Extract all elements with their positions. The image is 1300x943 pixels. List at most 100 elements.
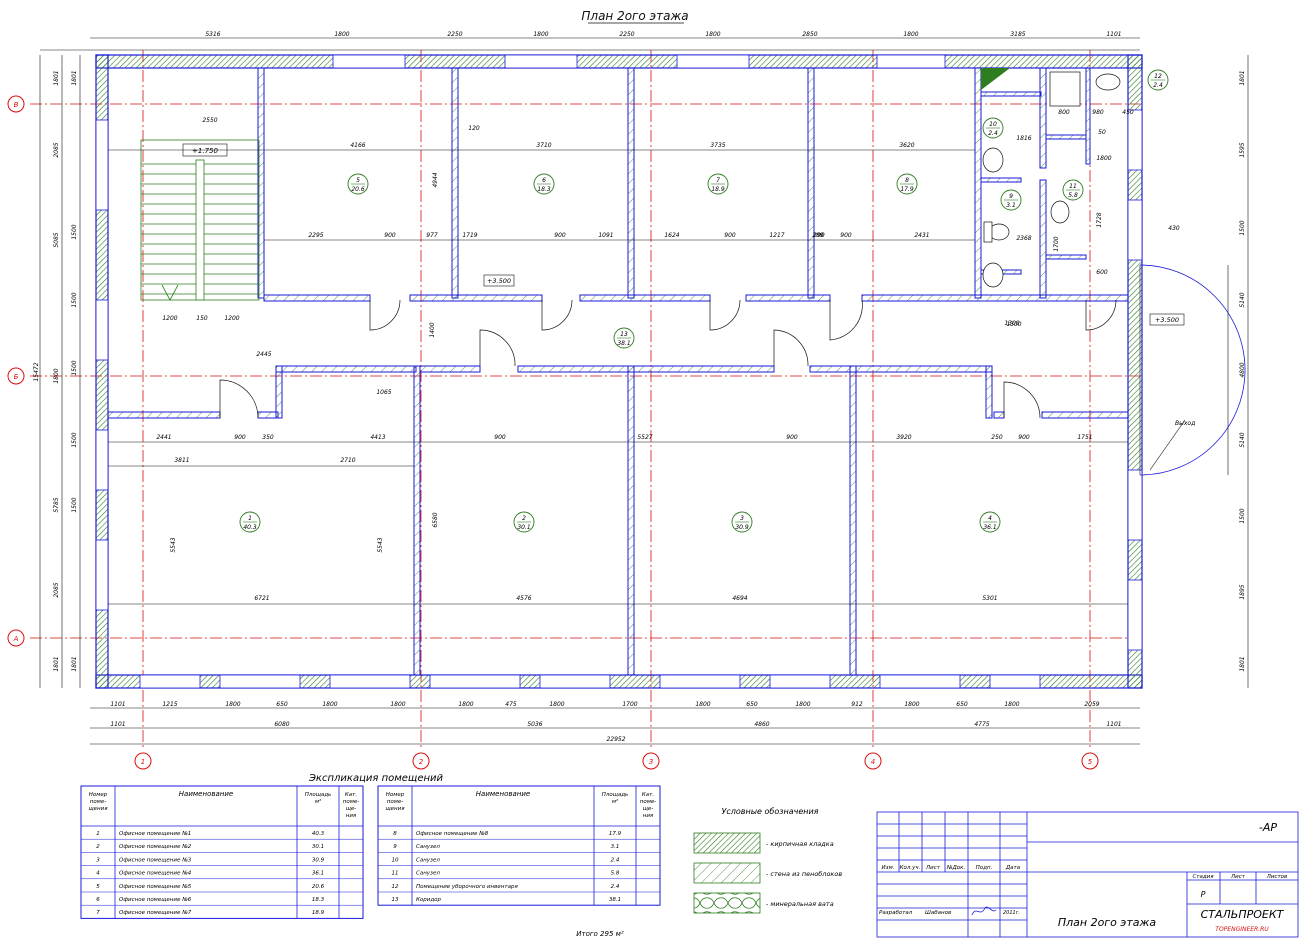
- left-dim-2: 1500: [71, 497, 78, 512]
- level-mark-corridor: +3.500: [487, 277, 511, 285]
- table-cell: Коридор: [416, 897, 442, 903]
- lower-room-width: 4576: [516, 595, 531, 602]
- inner-dim: 1200: [162, 315, 177, 322]
- top-dim: 1800: [533, 31, 548, 38]
- inner-dim: 2550: [202, 117, 217, 124]
- top-dim: 3185: [1010, 31, 1025, 38]
- inner-dim: 980: [1092, 109, 1104, 116]
- table-header-cell: щения: [385, 806, 405, 812]
- left-dim-2: 1500: [71, 432, 78, 447]
- upper-door-dim: 1719: [462, 232, 477, 239]
- table-cell: Офисное помещение №8: [416, 831, 489, 837]
- inner-dim: 430: [1168, 225, 1180, 232]
- table-cell: 30.9: [312, 857, 325, 863]
- axis-label-3: 3: [649, 758, 653, 766]
- axis-lines: [30, 50, 1140, 750]
- left-total-dim: 15472: [33, 362, 40, 381]
- door-swings: [219, 299, 1117, 419]
- room-number: 6: [542, 177, 546, 184]
- bottom-dim-1: 1800: [695, 701, 710, 708]
- lower-door-dim: 900: [494, 434, 506, 441]
- inner-dim: 2710: [340, 457, 355, 464]
- lower-door-dim: 900: [1018, 434, 1030, 441]
- table-cell: Офисное помещение №7: [119, 910, 192, 916]
- table-header-cell: Наименование: [476, 790, 530, 798]
- table-header-cell: м²: [315, 798, 322, 805]
- bottom-total-dim: 22952: [606, 736, 625, 743]
- upper-door-dim: 1624: [664, 232, 679, 239]
- top-dim: 1800: [334, 31, 349, 38]
- table-header-cell: поме-: [343, 799, 359, 805]
- table-header-cell: ще-: [346, 806, 357, 812]
- upper-door-dim: 900: [840, 232, 852, 239]
- entrance-door-arc: [1139, 264, 1246, 476]
- table-cell: 4: [96, 871, 100, 877]
- stamp-role: Разработал: [879, 910, 913, 916]
- upper-door-dim: 900: [554, 232, 566, 239]
- upper-door-dim: 900: [384, 232, 396, 239]
- legend-title: Условные обозначения: [721, 807, 818, 816]
- room-number: 3: [740, 515, 744, 522]
- lower-door-dim: 900: [234, 434, 246, 441]
- dimension-lines: [39, 37, 1249, 745]
- table-cell: 30.1: [312, 844, 324, 850]
- table-cell: 6: [96, 897, 100, 903]
- table-cell: 11: [392, 871, 399, 877]
- room-tags: 140.3230.1330.9436.1520.6618.3718.9817.9…: [239, 69, 1169, 533]
- right-dim: 1500: [1239, 220, 1246, 235]
- exit-label: Выход: [1175, 420, 1195, 427]
- table-header-cell: ния: [643, 813, 654, 819]
- table-header-cell: поме-: [640, 799, 656, 805]
- company-name: СТАЛЬПРОЕКТ: [1201, 908, 1285, 921]
- room-area: 2.4: [988, 130, 998, 137]
- sanitary-fixtures: [982, 71, 1121, 288]
- stamp-col-date: Дата: [1005, 865, 1021, 871]
- left-dim-1: 1800: [53, 368, 60, 383]
- right-dim: 1500: [1239, 508, 1246, 523]
- axis-label-1: 1: [141, 758, 145, 766]
- table-header-cell: Наименование: [179, 790, 233, 798]
- top-dim: 2250: [447, 31, 462, 38]
- table-cell: 3: [96, 857, 100, 863]
- table-cell: 13: [392, 897, 399, 903]
- left-dim-1: 5785: [53, 497, 60, 512]
- room-number: 4: [988, 515, 992, 522]
- room-area: 18.9: [711, 186, 725, 193]
- left-dim-1: 2085: [53, 142, 60, 157]
- sheets-header: Листов: [1266, 874, 1288, 880]
- right-dim: 1895: [1239, 584, 1246, 599]
- axis-label-v: В: [14, 101, 19, 109]
- title-block: [876, 811, 1299, 938]
- inner-dim: 120: [468, 125, 480, 132]
- bottom-dim-1: 912: [851, 701, 863, 708]
- axis-markers-x: 1 2 3 4 5: [134, 752, 1099, 770]
- bottom-dim-1: 2059: [1084, 701, 1099, 708]
- level-mark-entrance: +3.500: [1155, 316, 1179, 324]
- upper-room-width: 3710: [536, 142, 551, 149]
- inner-dim: 3811: [174, 457, 189, 464]
- upper-door-dim: 2295: [308, 232, 323, 239]
- table-cell: Офисное помещение №2: [119, 844, 192, 850]
- table-header-cell: щения: [88, 806, 108, 812]
- explication-title: Экспликация помещений: [308, 773, 444, 784]
- bottom-dim-2: 4860: [754, 721, 769, 728]
- bottom-dim-1: 650: [746, 701, 758, 708]
- table-header-cell: Кат.: [345, 792, 357, 798]
- table-header-cell: м²: [612, 798, 619, 805]
- table-cell: Санузел: [416, 844, 440, 850]
- left-dim-1: 1801: [53, 656, 60, 671]
- table-cell: 38.1: [609, 897, 621, 903]
- table-cell: 12: [392, 884, 399, 890]
- table-cell: 36.1: [312, 871, 324, 877]
- left-dim-2: 1500: [71, 360, 78, 375]
- inner-walls: [107, 67, 1129, 676]
- inner-dim: 1816: [1016, 135, 1031, 142]
- bottom-dim-2: 1101: [110, 721, 125, 728]
- outer-walls: [95, 54, 1143, 689]
- stamp-col-kol: Кол.уч.: [900, 865, 921, 871]
- table-header-cell: поме-: [387, 799, 403, 805]
- room-area: 38.1: [617, 340, 630, 347]
- room-area: 20.6: [351, 186, 365, 193]
- bottom-dim-2: 6080: [274, 721, 289, 728]
- table-cell: 17.9: [609, 831, 622, 837]
